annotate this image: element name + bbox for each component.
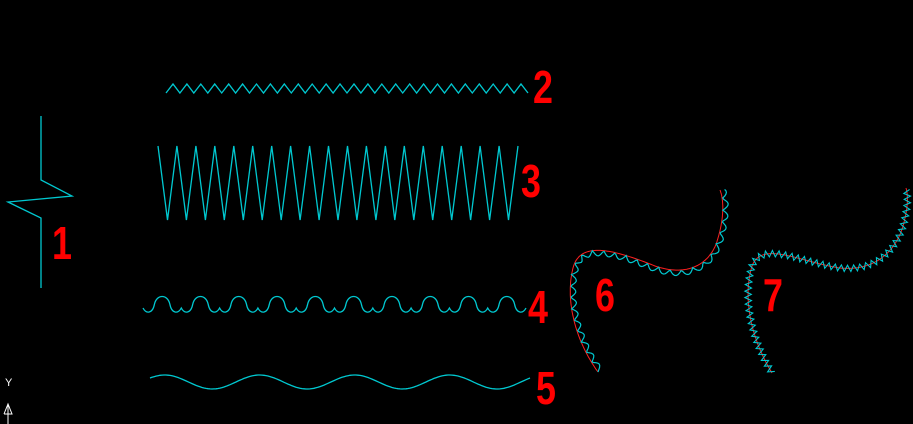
label-1: 1 [52,217,72,269]
zigzag-line-large[interactable] [157,145,519,221]
label-6: 6 [595,269,615,321]
wave-line[interactable] [149,374,531,390]
label-3: 3 [521,155,541,207]
label-2: 2 [533,61,553,113]
zigzag-line-small[interactable] [165,82,529,95]
label-4: 4 [528,281,548,333]
curve-path-6[interactable] [569,189,724,373]
ucs-icon: Y [2,378,22,424]
curved-scallop-line[interactable] [570,188,729,373]
label-5: 5 [536,362,556,414]
scallop-line[interactable] [142,295,527,313]
ucs-y-label: Y [5,377,13,389]
break-line-symbol[interactable] [5,116,75,288]
label-7: 7 [763,269,783,321]
curved-zigzag-line[interactable] [743,188,912,373]
